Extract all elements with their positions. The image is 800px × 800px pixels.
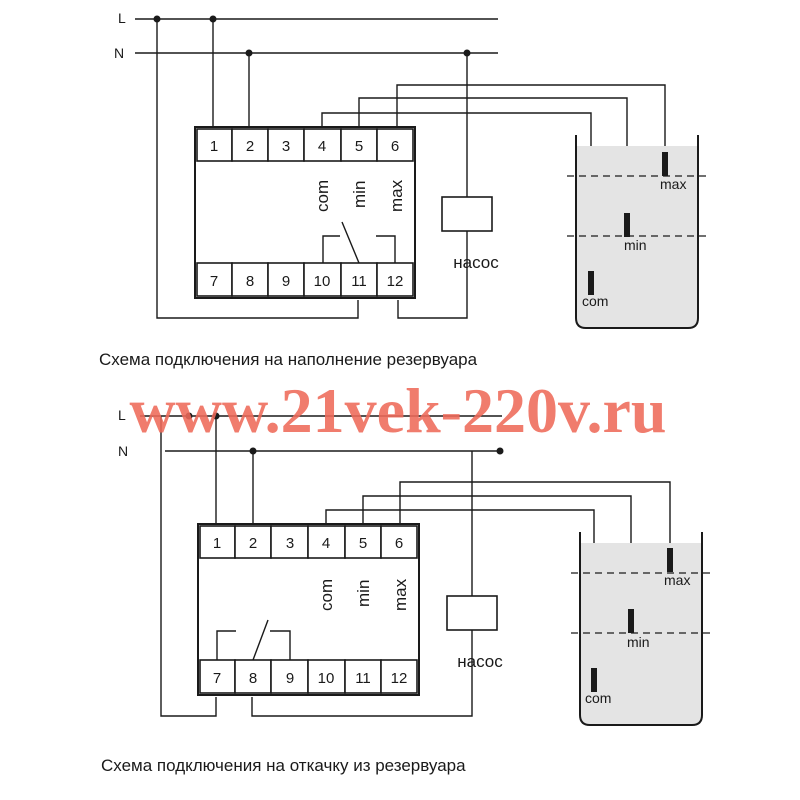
terminal-number: 4 [318, 138, 326, 155]
junction-dot [245, 49, 253, 57]
probe-min [624, 213, 630, 237]
line-label-n: N [114, 45, 124, 61]
terminal-3 [267, 128, 305, 162]
terminal-8 [231, 262, 269, 297]
line-label-l: L [118, 10, 126, 26]
terminal-6 [380, 525, 418, 559]
pump-box [441, 196, 493, 232]
junction-dot [463, 49, 471, 57]
terminal-11 [344, 659, 382, 694]
terminal-number: 6 [395, 535, 403, 552]
junction-dot [185, 412, 193, 420]
junction-dot [249, 447, 257, 455]
junction-dot [209, 15, 217, 23]
pump-label: насос [457, 652, 503, 671]
terminal-7 [199, 659, 236, 694]
terminal-number: 5 [355, 138, 363, 155]
tank: max min com [571, 532, 714, 726]
terminal-number: 9 [286, 670, 294, 687]
terminal-row-top: 1 2 3 4 5 6 [196, 128, 414, 162]
terminal-number: 9 [282, 273, 290, 290]
watermark: www.21vek-220v.ru [130, 375, 667, 446]
line-label-l: L [118, 407, 126, 423]
wire-max-probe [399, 481, 671, 548]
tank-label-max: max [660, 176, 686, 192]
terminal-number: 1 [210, 138, 218, 155]
junction-dot [496, 447, 504, 455]
terminal-2 [231, 128, 269, 162]
terminal-3 [270, 525, 309, 559]
terminal-number: 4 [322, 535, 330, 552]
terminal-number: 6 [391, 138, 399, 155]
wire-max-probe [396, 84, 666, 152]
terminal-number: 7 [213, 670, 221, 687]
caption-fill: Схема подключения на наполнение резервуа… [99, 350, 478, 369]
terminal-5 [340, 128, 378, 162]
terminal-number: 11 [351, 273, 367, 290]
terminal-number: 8 [249, 670, 257, 687]
terminal-number: 7 [210, 273, 218, 290]
tank-label-com: com [585, 690, 611, 706]
terminal-12 [380, 659, 418, 694]
line-label-n: N [118, 443, 128, 459]
terminal-number: 8 [246, 273, 254, 290]
probe-com [588, 271, 594, 295]
terminal-5 [344, 525, 382, 559]
tank: max min com [567, 135, 710, 329]
tank-label-min: min [627, 634, 650, 650]
probe-min [628, 609, 634, 633]
terminal-number: 2 [246, 138, 254, 155]
wire-l-to-11 [156, 19, 359, 319]
pump-box [446, 595, 498, 631]
probe-com [591, 668, 597, 692]
pump-label: насос [453, 253, 499, 272]
label-max: max [387, 179, 406, 212]
tank-label-max: max [664, 572, 690, 588]
terminal-number: 3 [282, 138, 290, 155]
junction-dot [212, 412, 220, 420]
terminal-2 [234, 525, 272, 559]
caption-drain: Схема подключения на откачку из резервуа… [101, 756, 466, 775]
terminal-6 [376, 128, 414, 162]
terminal-row-bottom: 7 8 9 10 11 12 [199, 659, 418, 694]
terminal-number: 12 [387, 273, 404, 290]
relay-contact [216, 619, 291, 661]
relay-contact [322, 221, 396, 264]
terminal-10 [307, 659, 346, 694]
terminal-row-top: 1 2 3 4 5 6 [199, 525, 418, 559]
terminal-1 [199, 525, 236, 559]
label-com: com [313, 180, 332, 212]
terminal-number: 3 [286, 535, 294, 552]
terminal-number: 11 [355, 670, 371, 687]
terminal-row-bottom: 7 8 9 10 11 12 [196, 262, 414, 297]
wire-l-to-7 [160, 416, 217, 717]
terminal-1 [196, 128, 233, 162]
probe-max [667, 548, 673, 572]
terminal-number: 10 [318, 670, 335, 687]
terminal-9 [267, 262, 305, 297]
tank-label-com: com [582, 293, 608, 309]
terminal-number: 1 [213, 535, 221, 552]
junction-dot [153, 15, 161, 23]
terminal-number: 5 [359, 535, 367, 552]
diagram-drain: L N 1 2 3 4 5 6 [101, 407, 714, 775]
label-max: max [391, 578, 410, 611]
label-min: min [350, 181, 369, 208]
diagram-fill: L N 1 2 3 4 5 6 [99, 10, 710, 369]
tank-label-min: min [624, 237, 647, 253]
terminal-4 [303, 128, 342, 162]
terminal-number: 2 [249, 535, 257, 552]
wire-pump-to-8 [251, 630, 473, 717]
label-com: com [317, 579, 336, 611]
terminal-number: 12 [391, 670, 408, 687]
wire-pump-to-12 [397, 231, 468, 319]
probe-max [662, 152, 668, 176]
terminal-number: 10 [314, 273, 331, 290]
label-min: min [354, 580, 373, 607]
